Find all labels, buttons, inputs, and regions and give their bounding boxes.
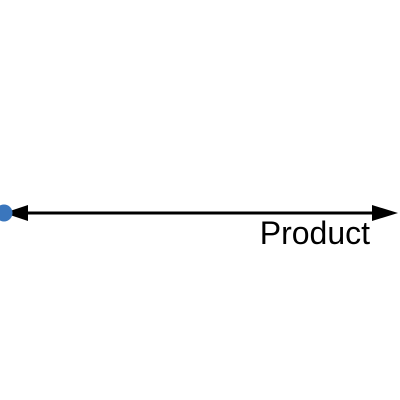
origin-point <box>0 204 13 222</box>
axis-label: Product <box>260 215 370 251</box>
right-arrowhead <box>372 205 398 221</box>
left-arrowhead <box>4 205 28 221</box>
